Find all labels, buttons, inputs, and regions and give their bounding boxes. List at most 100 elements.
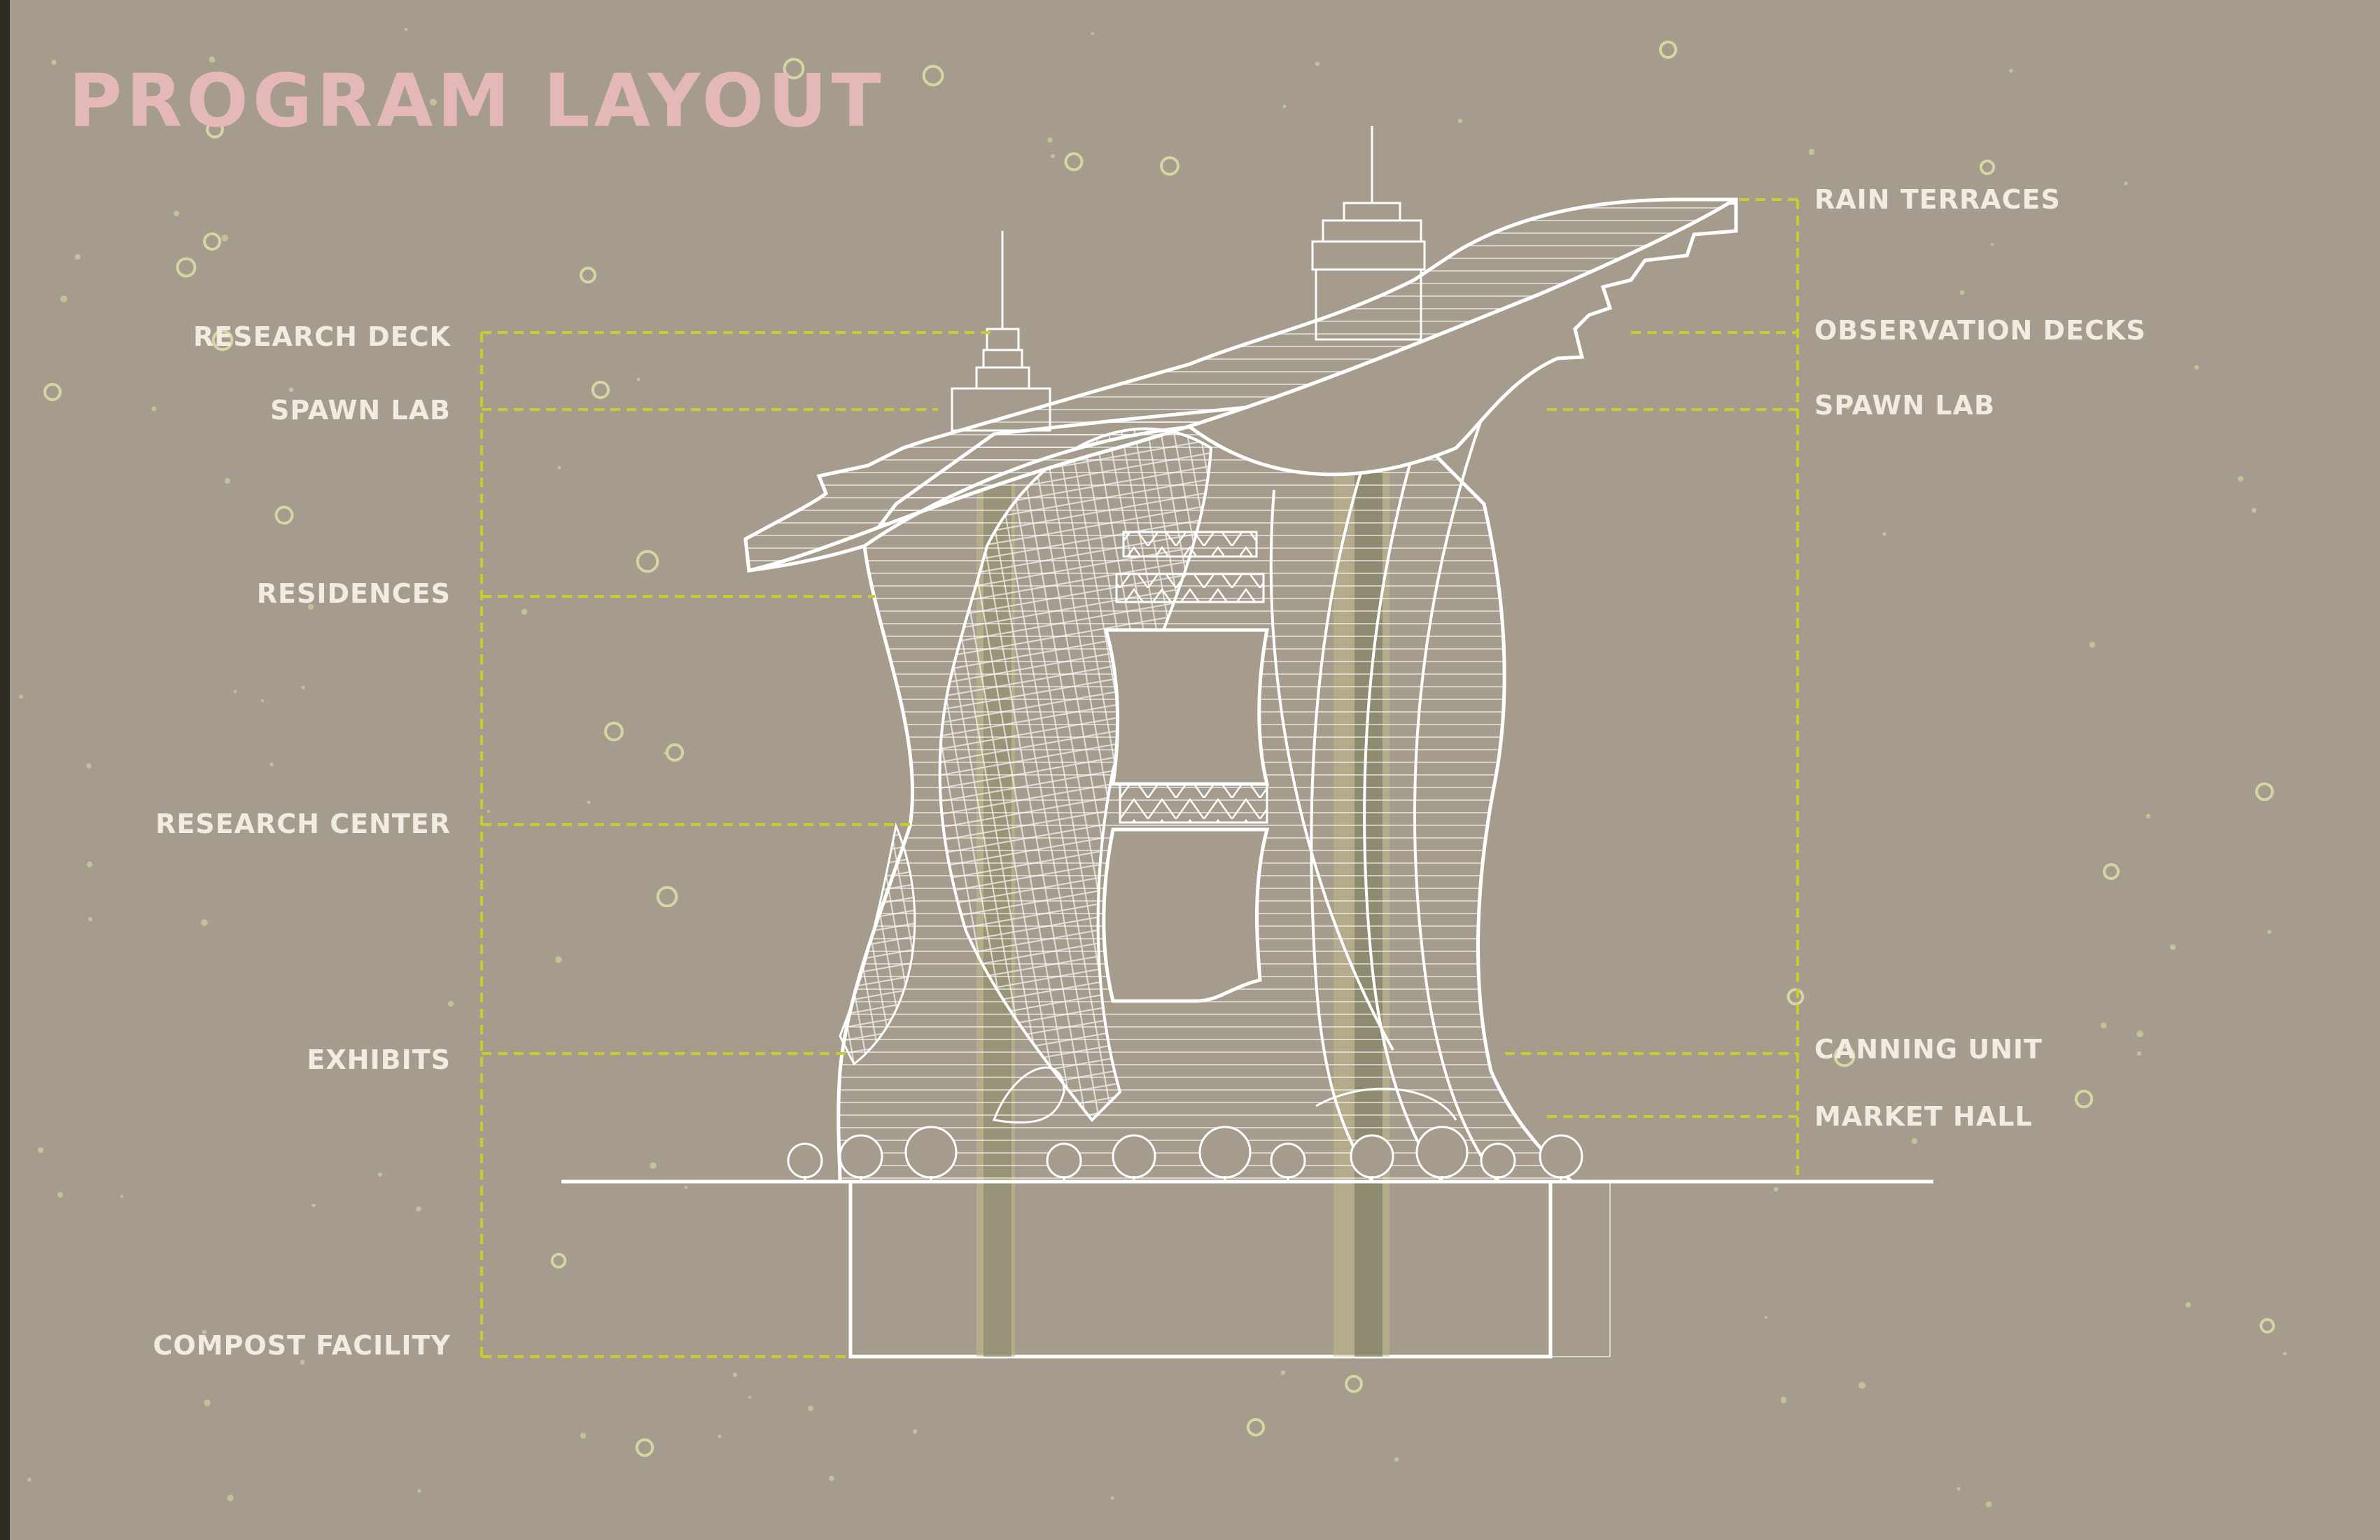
background-dot: [377, 1172, 383, 1177]
background-dot: [2136, 1030, 2143, 1037]
background-dot: [312, 1203, 316, 1208]
background-dot: [233, 690, 237, 694]
background-dot: [2124, 181, 2128, 186]
background-dot: [1091, 31, 1095, 36]
background-dot: [86, 861, 93, 868]
background-dot: [57, 1191, 64, 1198]
background-dot: [27, 1478, 31, 1482]
label-residences: RESIDENCES: [256, 578, 451, 609]
spires: [951, 126, 1426, 432]
background-dot: [227, 1494, 234, 1502]
background-dot: [225, 478, 230, 484]
tree: [1539, 1134, 1583, 1179]
background-dot: [274, 505, 294, 525]
background-dot: [1246, 1418, 1266, 1437]
background-dot: [1280, 1370, 1286, 1376]
background-dot: [783, 57, 805, 80]
background-dot: [555, 956, 562, 963]
background-dot: [2136, 1051, 2142, 1056]
background-dot: [1345, 1375, 1363, 1393]
background-dot: [580, 267, 596, 284]
background-dot: [270, 762, 274, 766]
background-dot: [202, 1329, 207, 1335]
background-dot: [521, 608, 528, 615]
background-dot: [404, 27, 408, 31]
label-exhibits: EXHIBITS: [307, 1044, 451, 1075]
page-edge: [0, 0, 10, 1540]
tree: [1198, 1126, 1252, 1179]
background-dot: [288, 387, 294, 393]
background-dot: [260, 699, 265, 703]
background-dot: [151, 406, 157, 412]
background-dot: [1765, 1316, 1768, 1319]
background-dot: [2251, 507, 2257, 513]
background-dot: [2146, 813, 2151, 819]
background-dot: [665, 743, 685, 762]
background-dot: [732, 1372, 738, 1378]
background-dot: [1833, 1045, 1856, 1068]
background-dot: [221, 234, 228, 241]
background-dot: [1051, 154, 1055, 158]
label-market-hall: MARKET HALL: [1814, 1101, 2033, 1132]
background-dot: [636, 550, 659, 573]
background-dot: [1786, 988, 1805, 1006]
background-dot: [417, 1489, 421, 1493]
background-dot: [1064, 152, 1084, 172]
background-dot: [1659, 41, 1677, 59]
background-dot: [486, 809, 491, 813]
roof-canopy: [743, 197, 1738, 573]
background-dot: [2089, 641, 2096, 648]
tree: [1270, 1142, 1306, 1179]
background-dot: [2255, 782, 2274, 802]
label-compost-facility: COMPOST FACILITY: [153, 1330, 451, 1361]
background-dot: [650, 1162, 657, 1169]
foundation: [848, 1180, 1611, 1359]
background-dot: [1882, 532, 1886, 536]
background-dot: [1845, 405, 1851, 410]
background-dot: [636, 377, 640, 382]
background-dot: [19, 694, 23, 699]
background-dot: [2283, 1352, 2287, 1356]
background-dot: [37, 1147, 44, 1154]
background-dot: [663, 751, 667, 755]
background-dot: [2260, 1318, 2275, 1334]
background-dot: [829, 1476, 834, 1481]
tree: [839, 1134, 883, 1179]
label-spawn-lab-left: SPAWN LAB: [270, 395, 451, 426]
background-dot: [808, 1406, 813, 1411]
background-dot: [1956, 1487, 1961, 1491]
background-dot: [301, 685, 305, 690]
background-dot: [604, 722, 624, 741]
background-dot: [922, 64, 944, 87]
label-research-center: RESEARCH CENTER: [155, 808, 451, 839]
background-dot: [656, 886, 678, 908]
background-dot: [209, 56, 216, 63]
background-dot: [43, 383, 62, 401]
leader-lines: [480, 198, 1799, 1358]
background-dot: [430, 99, 437, 106]
tree: [1350, 1134, 1394, 1179]
background-dot: [1808, 148, 1815, 155]
background-dot: [176, 257, 197, 278]
label-canning-unit: CANNING UNIT: [1814, 1034, 2043, 1065]
tree: [1415, 1126, 1469, 1179]
background-dot: [635, 1438, 654, 1457]
background-dot: [1047, 137, 1053, 143]
background-dot: [550, 1252, 567, 1269]
trees: [787, 1126, 1583, 1182]
background-dot: [1282, 104, 1287, 108]
page-title: PROGRAM LAYOUT: [69, 58, 886, 144]
tree: [1112, 1134, 1156, 1179]
background-dot: [912, 1429, 918, 1434]
background-dot: [718, 1434, 722, 1438]
background-dot: [1160, 156, 1180, 176]
background-dot: [60, 295, 67, 302]
background-dot: [2103, 863, 2120, 880]
background-dot: [557, 465, 561, 470]
background-dot: [86, 763, 92, 769]
background-dot: [300, 1359, 305, 1365]
background-dot: [204, 1399, 211, 1406]
background-dot: [2100, 1022, 2107, 1029]
background-dot: [1457, 118, 1463, 124]
